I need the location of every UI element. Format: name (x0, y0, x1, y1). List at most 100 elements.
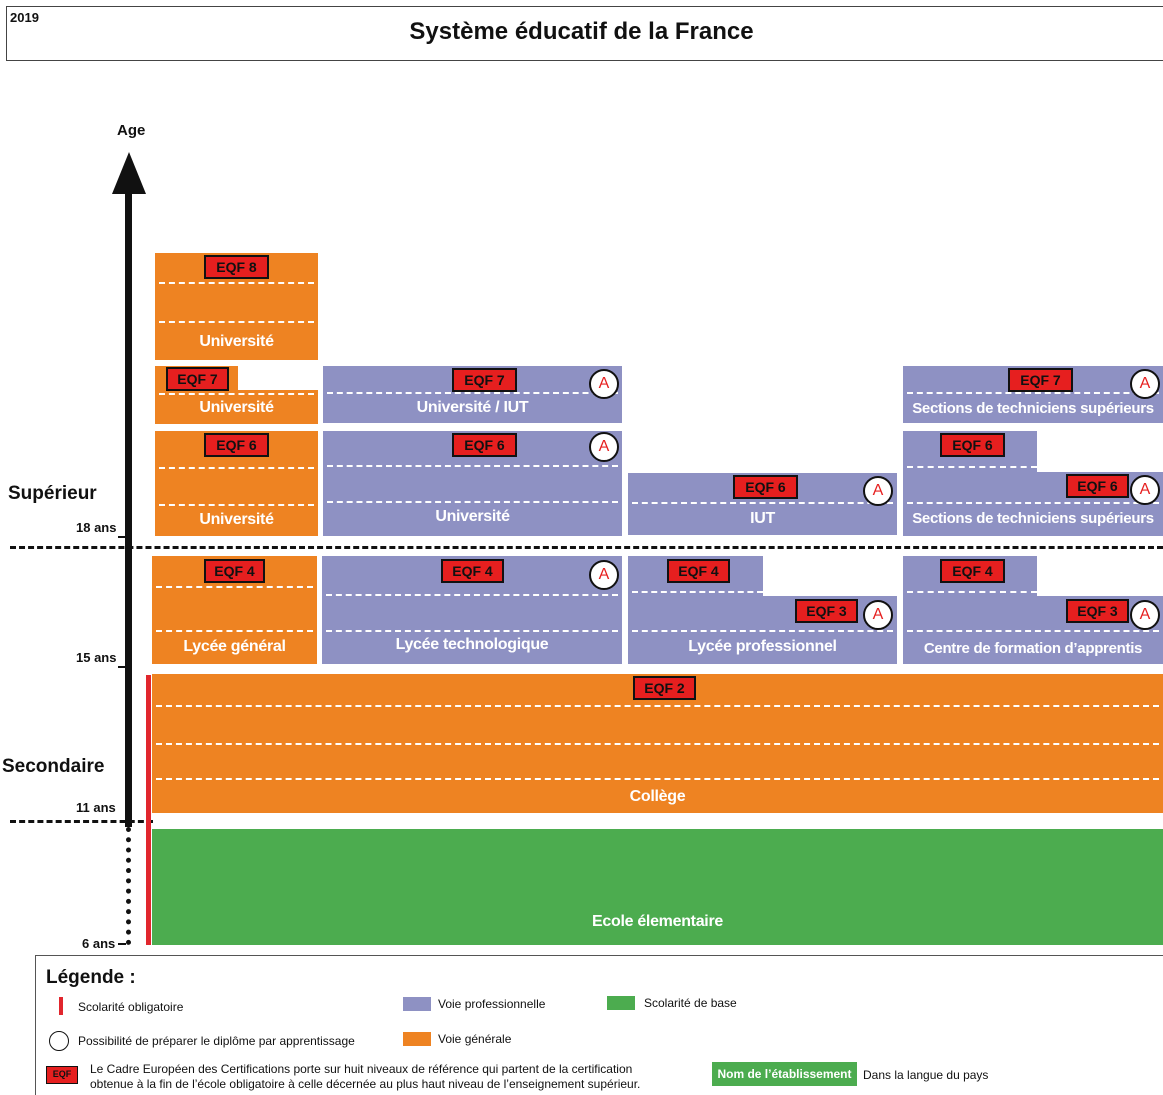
year-divider (327, 465, 618, 467)
apprenticeship-icon: A (589, 369, 619, 399)
legend-eqf-swatch: EQF (46, 1066, 78, 1084)
page-title: Système éducatif de la France (409, 18, 754, 45)
eqf-badge: EQF 8 (204, 255, 269, 279)
institution-name: Lycée professionnel (688, 638, 837, 655)
eqf-badge: EQF 4 (667, 559, 730, 583)
legend-eqf-line-2: obtenue à la fin de l’école obligatoire … (90, 1077, 641, 1091)
header-frame (6, 6, 1163, 61)
year-divider (907, 630, 1159, 632)
block-sts-eqf7: Sections de techniciens supérieurs (903, 366, 1163, 423)
legend-eqf-line-1: Le Cadre Européen des Certifications por… (90, 1062, 633, 1076)
block-ecole-elementaire: Ecole élementaire (152, 829, 1163, 945)
year-divider (156, 778, 1159, 780)
separator-superieur (10, 546, 1163, 549)
year-divider (159, 282, 314, 284)
age-axis-line (125, 185, 132, 827)
legend-apprenticeship-icon (49, 1031, 69, 1051)
institution-name: Université (435, 508, 510, 525)
level-superieur: Supérieur (8, 483, 97, 504)
institution-name: Sections de techniciens supérieurs (912, 510, 1154, 527)
apprenticeship-icon: A (863, 600, 893, 630)
year-divider (907, 392, 1159, 394)
tick-mark (118, 536, 126, 538)
legend-pro-swatch (403, 997, 431, 1011)
legend-compulsory-label: Scolarité obligatoire (78, 1000, 184, 1014)
eqf-badge: EQF 3 (1066, 599, 1129, 623)
year-divider (156, 705, 1159, 707)
tick-18: 18 ans (76, 520, 117, 535)
year-divider (326, 630, 618, 632)
apprenticeship-icon: A (1130, 475, 1160, 505)
year-divider (159, 393, 314, 395)
level-secondaire: Secondaire (2, 756, 105, 777)
eqf-badge: EQF 7 (452, 368, 517, 392)
year-divider (156, 630, 313, 632)
institution-name: Collège (629, 788, 686, 805)
legend-base-swatch (607, 996, 635, 1010)
separator-secondaire (10, 820, 153, 823)
legend-gen-label: Voie générale (438, 1032, 512, 1046)
institution-name: Ecole élementaire (592, 913, 723, 930)
eqf-badge: EQF 6 (452, 433, 517, 457)
eqf-badge: EQF 4 (204, 559, 265, 583)
eqf-badge: EQF 6 (1066, 474, 1129, 498)
year-divider (159, 467, 314, 469)
year-divider (907, 502, 1159, 504)
tick-15: 15 ans (76, 650, 117, 665)
year-divider (326, 594, 618, 596)
apprenticeship-icon: A (1130, 600, 1160, 630)
institution-name: Université (199, 333, 274, 350)
year-divider (159, 321, 314, 323)
eqf-badge: EQF 4 (940, 559, 1005, 583)
eqf-badge: EQF 6 (204, 433, 269, 457)
year-divider (907, 466, 1037, 468)
compulsory-bar (146, 675, 151, 945)
year-divider (907, 591, 1037, 593)
block-universite-eqf6: Université (155, 431, 318, 536)
institution-name: Lycée général (183, 638, 286, 655)
tick-11: 11 ans (76, 800, 116, 815)
institution-name: Université / IUT (416, 399, 529, 416)
eqf-badge: EQF 2 (633, 676, 696, 700)
legend-institution-sample: Nom de l’établissement (712, 1062, 857, 1086)
year-divider (327, 501, 618, 503)
legend-base-label: Scolarité de base (644, 996, 737, 1010)
legend-frame (35, 955, 1163, 1095)
institution-name: Université (199, 511, 274, 528)
year-label: 2019 (10, 10, 39, 25)
year-divider (632, 502, 893, 504)
eqf-badge: EQF 6 (940, 433, 1005, 457)
apprenticeship-icon: A (1130, 369, 1160, 399)
year-divider (156, 743, 1159, 745)
apprenticeship-icon: A (589, 432, 619, 462)
tick-mark (118, 666, 126, 668)
legend-compulsory-swatch (59, 997, 63, 1015)
eqf-badge: EQF 7 (166, 367, 229, 391)
year-divider (156, 586, 313, 588)
year-divider (159, 504, 314, 506)
apprenticeship-icon: A (589, 560, 619, 590)
legend-pro-label: Voie professionnelle (438, 997, 546, 1011)
eqf-badge: EQF 6 (733, 475, 798, 499)
apprenticeship-icon: A (863, 476, 893, 506)
institution-name: Centre de formation d’apprentis (923, 640, 1143, 657)
tick-6: 6 ans (82, 936, 116, 951)
eqf-badge: EQF 7 (1008, 368, 1073, 392)
legend-institution-label: Dans la langue du pays (863, 1068, 989, 1082)
age-axis-dotted (126, 827, 131, 945)
institution-name: Lycée technologique (395, 636, 549, 653)
year-divider (327, 392, 618, 394)
age-axis-label: Age (117, 122, 146, 139)
eqf-badge: EQF 4 (441, 559, 504, 583)
year-divider (632, 630, 893, 632)
institution-name: Université (199, 399, 274, 416)
legend-apprenticeship-label: Possibilité de préparer le diplôme par a… (78, 1034, 355, 1048)
institution-name: Sections de techniciens supérieurs (912, 400, 1154, 417)
legend-title: Légende : (46, 967, 136, 988)
legend-eqf-description: Le Cadre Européen des Certifications por… (90, 1062, 640, 1092)
year-divider (632, 591, 763, 593)
legend-gen-swatch (403, 1032, 431, 1046)
block-universite-eqf7: Université (155, 390, 318, 424)
institution-name: IUT (750, 510, 775, 527)
tick-mark (118, 943, 126, 945)
